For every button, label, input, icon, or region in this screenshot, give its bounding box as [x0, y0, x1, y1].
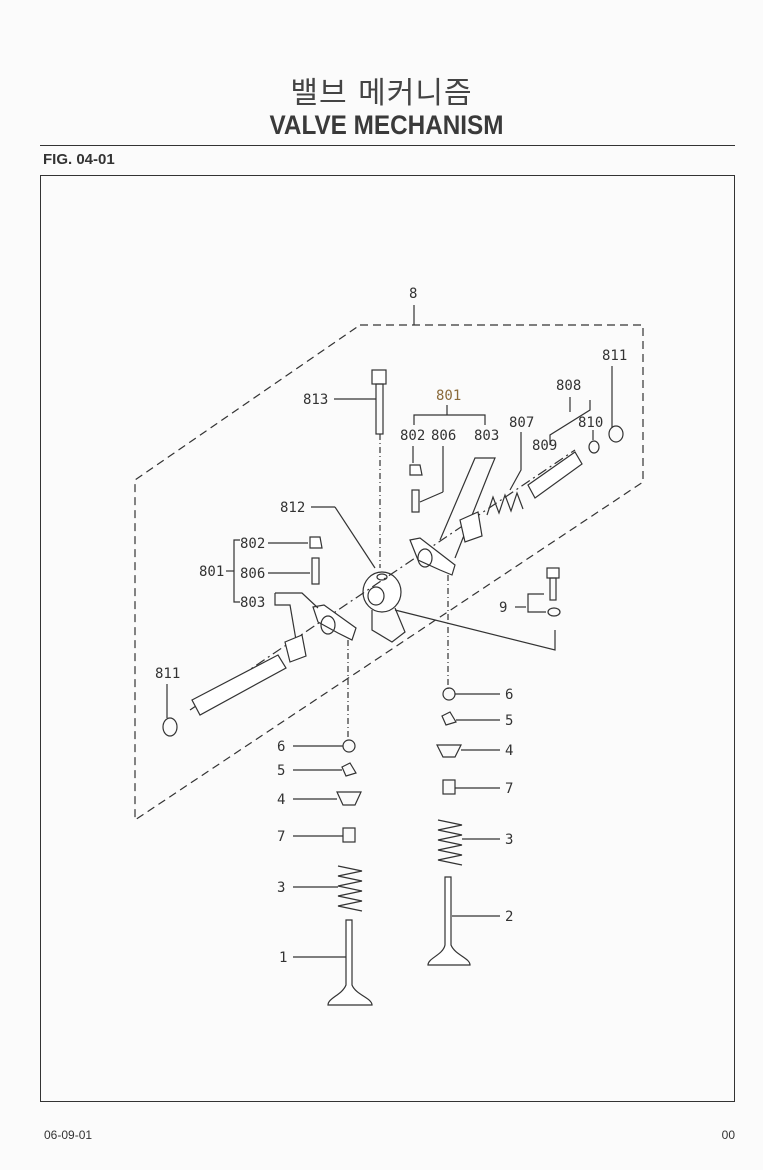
callout-801-right: 801 [436, 388, 461, 404]
callout-4-left: 4 [277, 792, 285, 808]
diagram-frame [40, 175, 735, 1102]
page-number: 00 [721, 1128, 735, 1142]
callout-7-left: 7 [277, 829, 285, 845]
callout-8: 8 [409, 286, 417, 302]
valve-left-stack [293, 739, 373, 1006]
rocker-arm-left [226, 536, 357, 740]
callout-1: 1 [279, 950, 287, 966]
callout-6-left: 6 [277, 739, 285, 755]
valve-right-stack [427, 687, 500, 966]
callout-5-left: 5 [277, 763, 285, 779]
rocker-arm-right [409, 405, 496, 690]
callout-811-right: 811 [602, 348, 627, 364]
callout-803-left: 803 [240, 595, 265, 611]
footer-date: 06-09-01 [44, 1128, 93, 1142]
callout-806-left: 806 [240, 566, 265, 582]
shaft-809 [527, 366, 624, 499]
callout-802-left: 802 [240, 536, 265, 552]
callout-4-right: 4 [505, 743, 513, 759]
callout-3-left: 3 [277, 880, 285, 896]
callout-3-right: 3 [505, 832, 513, 848]
assembly-outline [134, 324, 644, 822]
spring-807 [486, 432, 524, 516]
page-title: VALVE MECHANISM [269, 110, 504, 140]
callout-811-left: 811 [155, 666, 180, 682]
bolt-813 [334, 369, 387, 568]
callout-802-right: 802 [400, 428, 425, 444]
callout-6-right: 6 [505, 687, 513, 703]
callout-813: 813 [303, 392, 328, 408]
title-korean: 밸브 메커니즘 [290, 76, 473, 111]
callout-803-right: 803 [474, 428, 499, 444]
callout-810: 810 [578, 415, 603, 431]
callout-812: 812 [280, 500, 305, 516]
bolt-9 [515, 567, 561, 617]
callout-2: 2 [505, 909, 513, 925]
callout-807: 807 [509, 415, 534, 431]
callout-7-right: 7 [505, 781, 513, 797]
figure-number: FIG. 04-01 [43, 151, 115, 168]
callout-5-right: 5 [505, 713, 513, 729]
rocker-shaft-left [162, 654, 287, 737]
callout-809: 809 [532, 438, 557, 454]
callout-9: 9 [499, 600, 507, 616]
callout-801-left: 801 [199, 564, 224, 580]
header-divider [40, 145, 735, 146]
callout-808: 808 [556, 378, 581, 394]
callout-806-right: 806 [431, 428, 456, 444]
